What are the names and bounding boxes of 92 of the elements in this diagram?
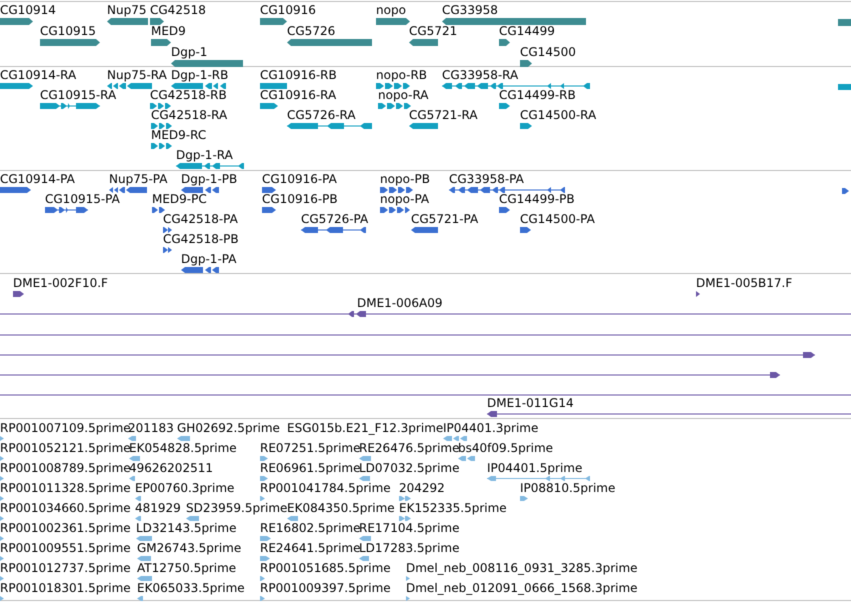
feature-label: RP001052121.5prime <box>0 441 131 455</box>
feature-label: MED9-PC <box>152 192 207 206</box>
feature-label: CG10914-RA <box>0 68 76 82</box>
feature-label: CG5726 <box>287 24 336 38</box>
feature-label: ESG015b.E21_F12.3prime <box>287 421 444 435</box>
feature-label: EK084350.5prime <box>287 501 395 515</box>
feature-label: nopo-RB <box>376 68 428 82</box>
feature-label: EK065033.5prime <box>137 581 245 595</box>
feature-label: CG5721-PA <box>411 212 478 226</box>
feature-label: nopo-PB <box>380 172 430 186</box>
feature-label: RP001041784.5prime <box>260 481 391 495</box>
feature-label: Dmel_neb_012091_0666_1568.3prime <box>406 581 638 595</box>
feature-label: CG10916-RA <box>260 88 336 102</box>
feature-label: RP001007109.5prime <box>0 421 131 435</box>
feature-label: 201183 <box>128 421 174 435</box>
feature-label: DME1-002F10.F <box>13 276 108 290</box>
feature-label: IP08810.5prime <box>520 481 616 495</box>
feature-label: CG14500-PA <box>520 212 595 226</box>
feature-label: CG42518-RB <box>150 88 227 102</box>
feature-label: LD17283.5prime <box>359 541 460 555</box>
feature-label: Nup75-PA <box>109 172 168 186</box>
feature-label: CG14500 <box>520 45 576 59</box>
feature-label: CG33958-RA <box>442 68 518 82</box>
feature-label: RP001009551.5prime <box>0 541 131 555</box>
feature-label: RE16802.5prime <box>260 521 360 535</box>
feature-label: Dgp-1 <box>171 45 208 59</box>
feature-label: RP001034660.5prime <box>0 501 131 515</box>
feature-label: CG10916-PB <box>262 192 338 206</box>
feature-label: RE07251.5prime <box>260 441 360 455</box>
feature-label: EP00760.3prime <box>135 481 234 495</box>
feature-label: RE06961.5prime <box>260 461 360 475</box>
feature-label: CG10914-PA <box>0 172 75 186</box>
feature-label: CG10916-PA <box>262 172 337 186</box>
feature-label: Dmel_neb_008116_0931_3285.3prime <box>406 561 638 575</box>
feature-label: Dgp-1-PB <box>181 172 238 186</box>
feature-label: RP001008789.5prime <box>0 461 131 475</box>
feature-label: CG42518-PB <box>163 232 239 246</box>
feature-label: CG10914 <box>0 3 56 17</box>
feature-label: CG33958 <box>442 3 498 17</box>
feature-label: EK054828.5prime <box>129 441 237 455</box>
feature-label: 481929 <box>135 501 181 515</box>
feature-label: RE26476.5prime <box>359 441 460 455</box>
feature-label: CG10916 <box>260 3 316 17</box>
feature-label: RE17104.5prime <box>359 521 460 535</box>
feature-label: MED9-RC <box>151 128 206 142</box>
feature-label: nopo <box>376 3 406 17</box>
feature-label: RP001012737.5prime <box>0 561 131 575</box>
feature-label: CG33958-PA <box>449 172 524 186</box>
feature-label: CG14499 <box>499 24 555 38</box>
feature-label: RP001009397.5prime <box>260 581 391 595</box>
feature-label: SD23959.5prime <box>186 501 288 515</box>
feature-label: CG42518-PA <box>163 212 238 226</box>
feature-label: RE24641.5prime <box>260 541 360 555</box>
feature-label: CG14500-RA <box>520 108 596 122</box>
feature-label: CG10915 <box>40 24 96 38</box>
feature-label: GM26743.5prime <box>137 541 242 555</box>
feature-label: IP04401.5prime <box>487 461 582 475</box>
feature-label: MED9 <box>151 24 186 38</box>
feature-label: Dgp-1-RA <box>176 148 233 162</box>
feature-label: CG10916-RB <box>260 68 337 82</box>
feature-label: CG10915-PA <box>45 192 120 206</box>
feature-label: IP04401.3prime <box>443 421 538 435</box>
feature-label: RP001051685.5prime <box>260 561 391 575</box>
feature-label: CG14499-PB <box>499 192 575 206</box>
feature-label: AT12750.5prime <box>137 561 236 575</box>
feature-label: Nup75-RA <box>107 68 167 82</box>
feature-label: CG10915-RA <box>40 88 116 102</box>
feature-label: 49626202511 <box>129 461 213 475</box>
feature-label: 204292 <box>399 481 445 495</box>
feature-label: CG5721 <box>409 24 458 38</box>
feature-label: nopo-PA <box>380 192 430 206</box>
feature-label: CG5726-RA <box>287 108 356 122</box>
feature-label: Dgp-1-RB <box>171 68 228 82</box>
feature-label: Dgp-1-PA <box>181 252 236 266</box>
feature-label: EK152335.5prime <box>399 501 507 515</box>
feature-label: CG42518 <box>150 3 206 17</box>
feature-label: RP001002361.5prime <box>0 521 131 535</box>
feature-label: CG5721-RA <box>409 108 478 122</box>
feature-label: CG14499-RB <box>499 88 576 102</box>
feature-label: RP001011328.5prime <box>0 481 131 495</box>
feature-label: LD07032.5prime <box>359 461 460 475</box>
feature-label: DME1-011G14 <box>487 396 574 410</box>
feature-label: bs40f09.5prime <box>458 441 554 455</box>
feature-label: DME1-005B17.F <box>696 276 792 290</box>
feature-label: GH02692.5prime <box>177 421 280 435</box>
feature-label: Nup75 <box>107 3 146 17</box>
feature-label: DME1-006A09 <box>357 296 443 310</box>
feature-label: nopo-RA <box>378 88 429 102</box>
feature-label: CG5726-PA <box>301 212 368 226</box>
feature-label: LD32143.5prime <box>136 521 237 535</box>
feature-label: RP001018301.5prime <box>0 581 131 595</box>
feature-label: CG42518-RA <box>151 108 228 122</box>
